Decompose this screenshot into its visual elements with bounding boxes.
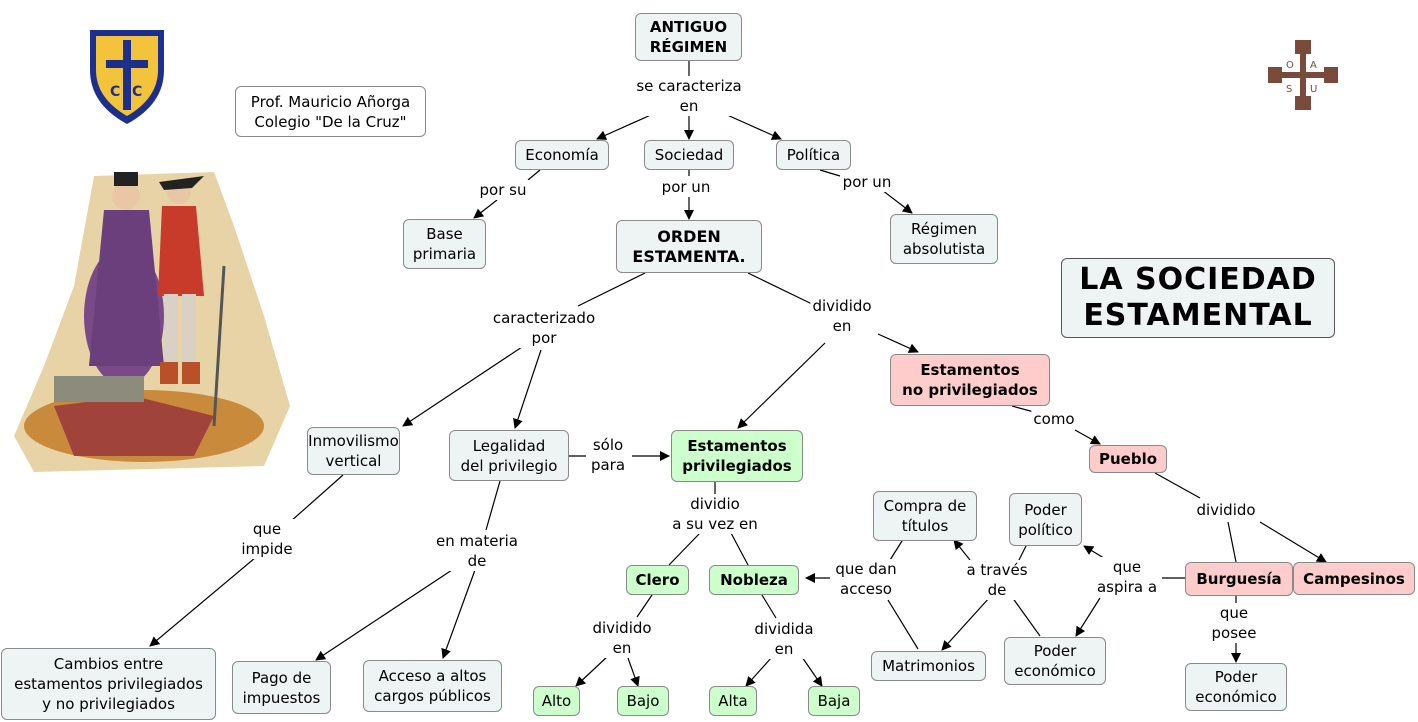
node-poder-economico-2: Poder económico [1185, 663, 1287, 711]
node-alta: Alta [709, 686, 757, 716]
node-poder-economico-1: Poder económico [1004, 637, 1106, 685]
page-title: LA SOCIEDAD ESTAMENTAL [1061, 258, 1335, 338]
cross-emblem-logo: O A S U [1268, 40, 1338, 110]
link-dividido-en: dividido en [810, 296, 874, 336]
node-pueblo: Pueblo [1089, 445, 1167, 473]
svg-text:C: C [110, 84, 120, 100]
link-dividida-en-nobleza: dividida en [752, 619, 816, 659]
node-regimen-absolutista: Régimen absolutista [890, 214, 998, 264]
node-clero: Clero [626, 565, 689, 595]
link-por-un-sociedad: por un [659, 177, 713, 197]
node-acceso-cargos: Acceso a altos cargos públicos [363, 660, 502, 712]
svg-text:S: S [1286, 84, 1292, 95]
link-caracterizado-por: caracterizado por [490, 308, 598, 348]
node-estamentos-privilegiados: Estamentos privilegiados [671, 430, 803, 482]
shield-cross-logo: C C [90, 30, 164, 124]
node-compra-titulos: Compra de títulos [873, 491, 977, 541]
node-pago-impuestos: Pago de impuestos [232, 661, 331, 714]
node-economia: Economía [515, 140, 609, 170]
link-dividido-pueblo: dividido [1194, 500, 1258, 520]
node-antiguo-regimen: ANTIGUO RÉGIMEN [635, 13, 742, 61]
link-que-dan-acceso: que dan acceso [833, 559, 899, 599]
node-legalidad-privilegio: Legalidad del privilegio [449, 430, 569, 481]
link-dividio-a-su-vez: dividio a su vez en [670, 494, 760, 534]
node-bajo: Bajo [617, 686, 669, 716]
node-matrimonios: Matrimonios [871, 651, 986, 681]
node-politica: Política [776, 140, 851, 170]
estamental-figures-illustration [14, 172, 290, 472]
node-burguesia: Burguesía [1185, 562, 1293, 596]
node-orden-estamental: ORDEN ESTAMENTA. [616, 220, 762, 273]
svg-text:C: C [132, 84, 142, 100]
link-que-aspira-a: que aspira a [1094, 557, 1160, 597]
link-por-su: por su [477, 180, 529, 200]
link-a-traves-de: a través de [964, 560, 1030, 600]
link-en-materia-de: en materia de [434, 531, 520, 571]
node-base-primaria: Base primaria [403, 219, 486, 269]
node-estamentos-no-privilegiados: Estamentos no privilegiados [890, 354, 1050, 406]
node-alto: Alto [533, 686, 580, 716]
node-poder-politico: Poder político [1009, 493, 1082, 546]
node-nobleza: Nobleza [709, 565, 799, 595]
node-inmovilismo-vertical: Inmovilismo vertical [307, 427, 400, 475]
svg-text:U: U [1310, 84, 1317, 95]
node-baja: Baja [808, 686, 860, 716]
author-box: Prof. Mauricio Añorga Colegio "De la Cru… [235, 86, 426, 137]
link-solo-para: sólo para [588, 435, 628, 475]
link-dividido-en-clero: dividido en [590, 618, 654, 658]
svg-text:A: A [1310, 60, 1317, 71]
link-por-un-politica: por un [840, 172, 894, 192]
node-campesinos: Campesinos [1293, 562, 1415, 595]
link-que-impide: que impide [239, 519, 295, 559]
node-cambios-estamentos: Cambios entre estamentos privilegiados y… [1, 648, 216, 720]
link-se-caracteriza: se caracteriza en [634, 76, 744, 116]
svg-text:O: O [1286, 60, 1294, 71]
link-que-posee: que posee [1209, 603, 1259, 643]
link-como: como [1031, 409, 1077, 429]
node-sociedad: Sociedad [644, 140, 734, 170]
